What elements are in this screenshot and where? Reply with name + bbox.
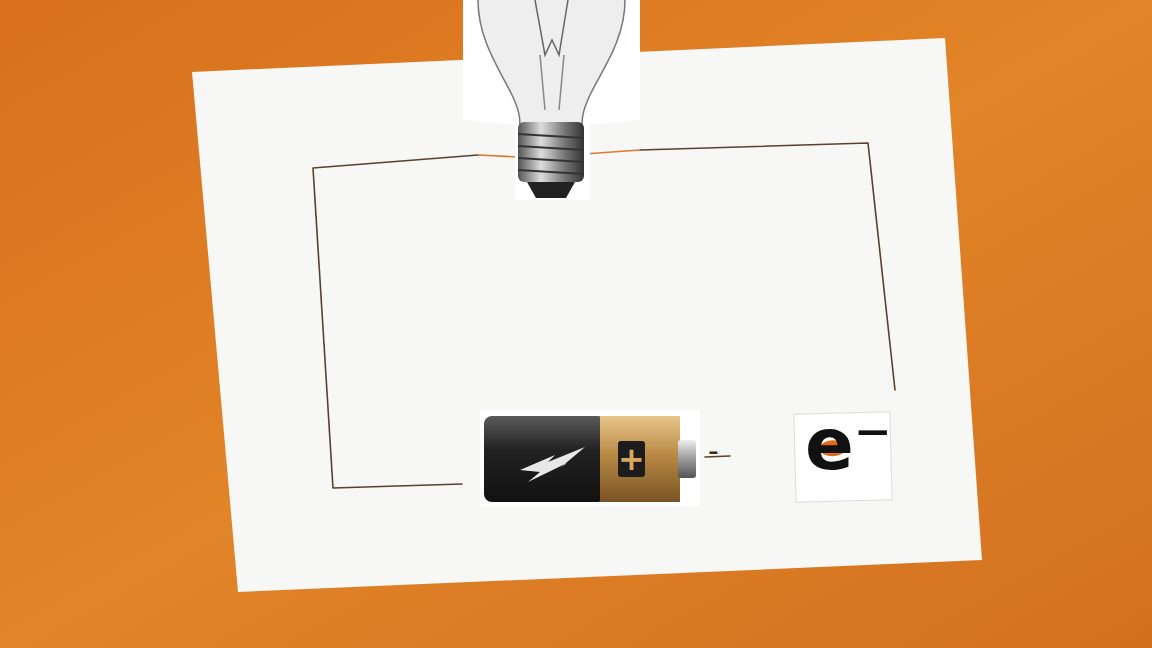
terminal-plus: + — [618, 441, 645, 477]
light-bulb — [463, 0, 640, 200]
battery — [480, 410, 700, 506]
terminal-minus: - — [708, 436, 719, 466]
electron-label: e⁻ — [805, 408, 892, 480]
